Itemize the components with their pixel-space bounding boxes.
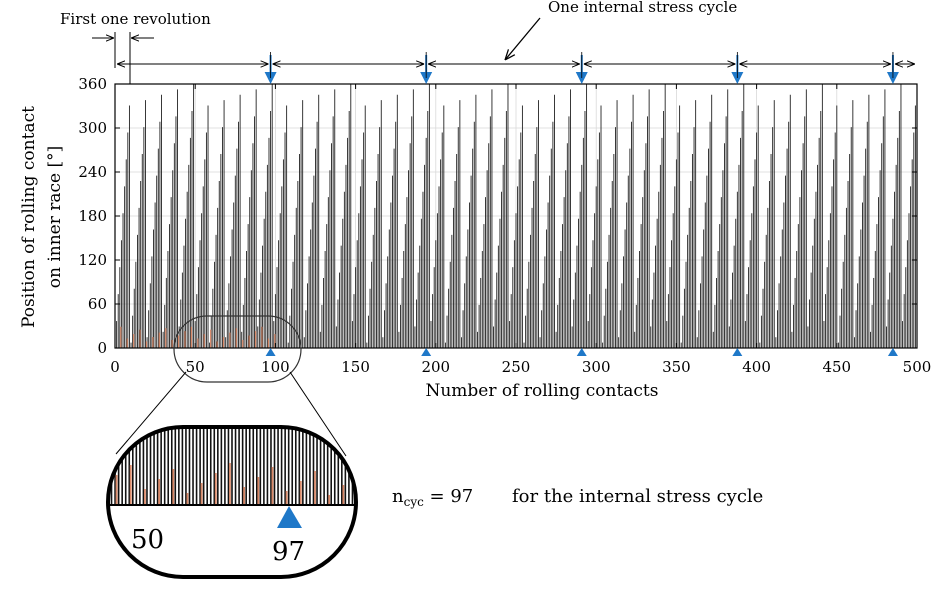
cycle-axis-marker [732, 348, 743, 356]
zoom-source-outline [173, 315, 302, 383]
stress-cycle-label: One internal stress cycle [548, 0, 737, 16]
x-axis: 0 50 100 150 200 250 300 350 400 450 500 [110, 84, 931, 376]
first-revolution-annotation: First one revolution [60, 10, 211, 84]
x-tick-label: 500 [903, 358, 932, 376]
zoom-callout: 50 97 [106, 315, 358, 579]
zoom-frame [106, 425, 358, 579]
stress-cycle-annotation: One internal stress cycle [505, 0, 737, 60]
ncyc-description: for the internal stress cycle [512, 486, 763, 507]
y-tick-label: 300 [78, 119, 107, 137]
x-tick-label: 150 [341, 358, 370, 376]
y-tick-label: 240 [78, 163, 107, 181]
stress-cycle-pointer [505, 17, 541, 60]
first-revolution-label: First one revolution [60, 10, 211, 28]
cycle-span-arrows [117, 52, 915, 78]
y-axis: 0 60 120 180 240 300 360 [78, 75, 917, 357]
y-tick-label: 360 [78, 75, 107, 93]
y-tick-label: 180 [78, 207, 107, 225]
zoom-connector-right [289, 371, 347, 457]
x-tick-label: 300 [582, 358, 611, 376]
zoom-tick-97: 97 [272, 537, 305, 567]
cycle-axis-marker [265, 348, 276, 356]
y-tick-label: 120 [78, 251, 107, 269]
x-axis-label: Number of rolling contacts [425, 381, 658, 401]
x-tick-label: 450 [822, 358, 851, 376]
y-tick-label: 0 [97, 339, 107, 357]
zoom-tick-50: 50 [131, 525, 164, 555]
cycle-axis-marker [421, 348, 432, 356]
cycle-axis-marker [887, 348, 898, 356]
zoom-connector-left [115, 371, 187, 455]
x-tick-label: 200 [421, 358, 450, 376]
x-tick-label: 250 [502, 358, 531, 376]
x-tick-label: 100 [261, 358, 290, 376]
y-tick-label: 60 [88, 295, 107, 313]
y-axis-label-line2: on inner race [°] [45, 146, 65, 289]
x-tick-label: 400 [742, 358, 771, 376]
ncyc-note: ncyc = 97 for the internal stress cycle [392, 486, 763, 509]
y-axis-label-line1: Position of rolling contact [19, 106, 39, 328]
ncyc-formula: ncyc = 97 [392, 486, 473, 509]
plot-area [114, 83, 918, 349]
x-tick-label: 0 [110, 358, 120, 376]
bar-series [116, 84, 918, 348]
zoom-cycle-marker [277, 506, 302, 528]
cycle-axis-marker [576, 348, 587, 356]
x-tick-label: 50 [186, 358, 205, 376]
x-tick-label: 350 [662, 358, 691, 376]
